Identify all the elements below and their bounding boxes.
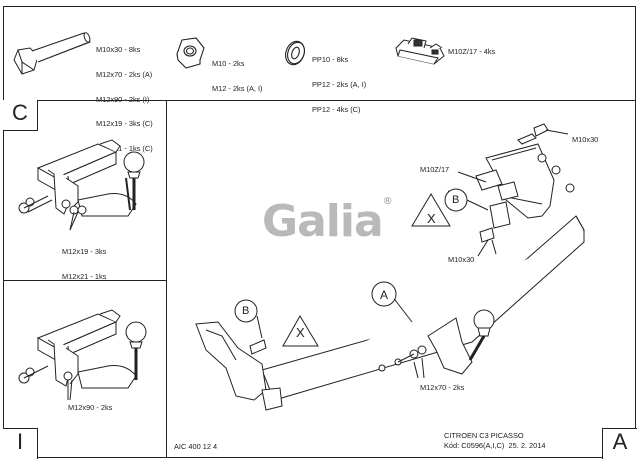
- hitch-detail-c: [18, 139, 145, 231]
- nut-line-2: M12 - 2ks (A, I): [212, 84, 263, 93]
- bolt-line-4: M12x19 - 3ks (C): [96, 119, 153, 129]
- plate-line-1: M10Z/17 - 4ks: [448, 47, 496, 56]
- warning-x-right: X: [427, 211, 436, 226]
- panel-a-letter: A: [602, 428, 637, 459]
- main-towbar-drawing: [195, 123, 585, 411]
- label-m12x70: M12x70 - 2ks: [420, 383, 465, 392]
- panel-i-callout: M12x90 - 2ks: [68, 403, 113, 412]
- warning-x-left: X: [296, 325, 305, 340]
- left-column-divider: [166, 100, 167, 458]
- registered-mark: ®: [382, 196, 393, 207]
- nut-list: M10 - 2ks M12 - 2ks (A, I): [212, 44, 263, 110]
- clip-plate-icon: [395, 37, 445, 65]
- circle-label-a: A: [380, 288, 389, 302]
- vehicle-name: CITROEN C3 PICASSO: [444, 431, 524, 440]
- c-i-divider: [3, 280, 166, 281]
- label-m10x30-mid: M10x30: [448, 255, 475, 264]
- panel-c-callout-1: M12x19 - 3ks: [62, 247, 107, 257]
- circle-label-b-left: B: [242, 305, 250, 317]
- nut-line-1: M10 - 2ks: [212, 59, 245, 69]
- hex-nut-icon: [176, 37, 205, 69]
- washer-line-1: PP10 - 8ks: [312, 55, 349, 65]
- bolt-line-1: M10x30 - 8ks: [96, 45, 141, 55]
- hex-bolt-icon: [13, 32, 91, 75]
- washer-icon: [285, 40, 305, 66]
- label-m10z17: M10Z/17: [420, 165, 450, 174]
- bolt-line-3: M12x90 - 2ks (I): [96, 94, 150, 104]
- galia-logo: Galia®: [262, 196, 393, 247]
- bolt-line-2: M12x70 - 2ks (A): [96, 70, 153, 79]
- drawing-code: AIC 400 12 4: [174, 442, 218, 451]
- washer-list: PP10 - 8ks PP12 - 2ks (A, I) PP12 - 4ks …: [312, 40, 366, 130]
- panel-i-letter: I: [3, 428, 38, 459]
- panel-c-callout: M12x19 - 3ks M12x21 - 1ks: [62, 232, 106, 289]
- label-m10x30-top: M10x30: [572, 135, 599, 144]
- circle-label-b-right: B: [452, 194, 460, 206]
- panel-c-letter: C: [3, 100, 38, 131]
- hitch-detail-i: [18, 309, 147, 401]
- vehicle-kod: Kód: C0596(A,I,C) 25. 2. 2014: [444, 441, 546, 450]
- panel-c-callout-2: M12x21 - 1ks: [62, 272, 107, 281]
- galia-logo-text: Galia: [262, 196, 384, 247]
- washer-line-3: PP12 - 4ks (C): [312, 104, 361, 114]
- drawing-frame: [3, 6, 636, 458]
- legend-divider: [3, 100, 636, 101]
- washer-line-2: PP12 - 2ks (A, I): [312, 80, 367, 89]
